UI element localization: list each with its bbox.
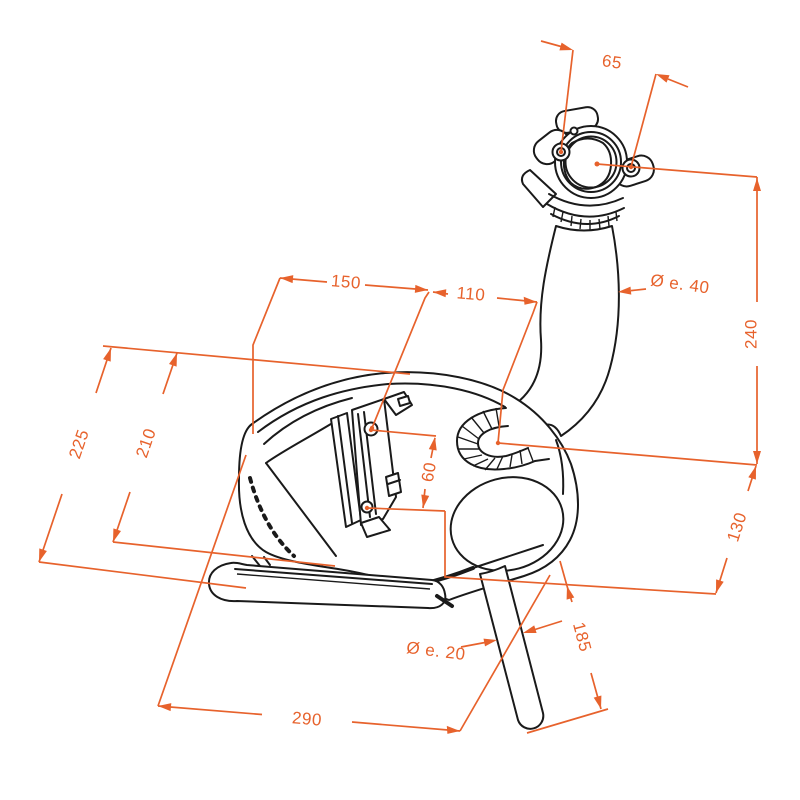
dim-tail-pipe-diameter: Ø e. 20 — [405, 620, 563, 664]
dim-flange-bolt-spacing-label: 65 — [601, 51, 623, 73]
dim-left-to-bracket-hole: 150 — [252, 271, 430, 434]
dim-tail-pipe-length-label: 185 — [569, 620, 595, 654]
clamp-collar — [546, 193, 625, 230]
collar-hatching — [552, 206, 618, 230]
body-top-rim-seam — [257, 382, 506, 433]
body-top-left-seam — [263, 397, 353, 445]
dim-flange-to-inlet-axis: 240 — [594, 161, 761, 464]
muffler-line-art — [207, 106, 655, 730]
body-end-dome — [449, 476, 565, 572]
dim-left-to-bracket-hole-label: 150 — [330, 271, 361, 293]
dim-overall-height-left-label: 225 — [65, 427, 93, 461]
bracket-top-bolt — [397, 395, 411, 407]
dim-overall-length-label: 290 — [291, 708, 322, 730]
bracket-mid-stub — [385, 472, 402, 497]
dim-bracket-hole-spacing-label: 60 — [418, 461, 440, 484]
flange-ring-outer — [560, 131, 622, 193]
body-right-seam — [555, 439, 565, 495]
dim-inlet-axis-to-bottom-label: 130 — [723, 510, 750, 544]
dim-flange-to-inlet-axis-label: 240 — [742, 319, 761, 349]
flex-bellows — [456, 407, 536, 471]
dim-bracket-hole-spacing: 60 — [364, 427, 446, 512]
dim-overall-length: 290 — [157, 454, 551, 734]
dim-inlet-axis-to-bottom: 130 — [444, 442, 758, 595]
body-crease-diagonal — [265, 462, 337, 557]
dim-tail-pipe-diameter-label: Ø e. 20 — [405, 638, 466, 664]
dim-tail-pipe-length: 185 — [526, 560, 609, 734]
dim-inlet-pipe-diameter-label: Ø e. 40 — [649, 270, 710, 297]
bellows-corrugation — [457, 407, 534, 471]
tail-pipe — [479, 565, 545, 730]
inlet-flange — [520, 106, 655, 208]
shield-tip-shadow — [435, 594, 454, 608]
flange-lower-left-tab — [520, 169, 557, 208]
flange-pin — [569, 126, 579, 136]
dim-bracket-hole-to-inlet-axis: 110 — [432, 283, 538, 446]
dim-bracket-hole-to-inlet-axis-label: 110 — [456, 283, 486, 304]
inlet-pipe — [505, 225, 620, 439]
dim-body-height-left-label: 210 — [132, 426, 160, 460]
dim-flange-bolt-spacing: 65 — [540, 40, 689, 170]
dim-inlet-pipe-diameter: Ø e. 40 — [618, 270, 711, 298]
bracket-foot — [360, 516, 391, 538]
body-left-welded-seam — [248, 476, 296, 558]
